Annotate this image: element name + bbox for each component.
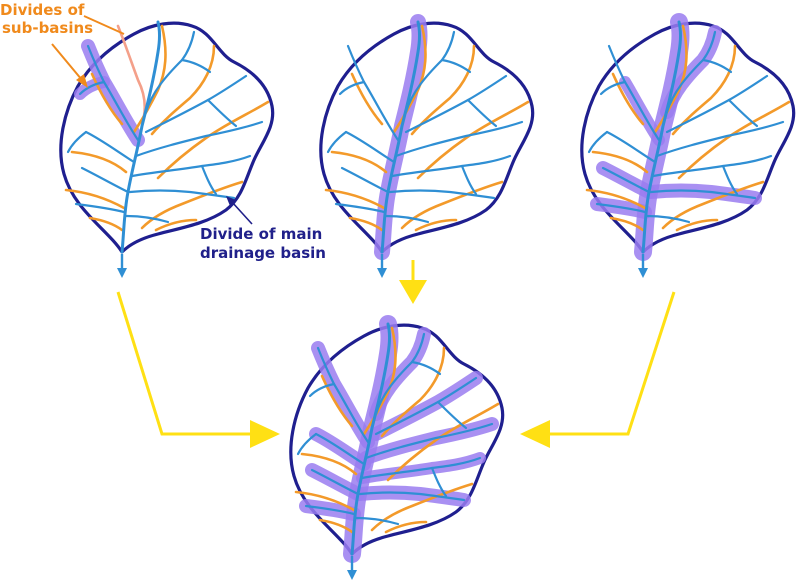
outlet-arrow-icon bbox=[115, 252, 129, 280]
main-divide-label-line-1: Divide of main bbox=[200, 225, 322, 243]
main-divide-label: Divide of main drainage basin bbox=[200, 196, 326, 262]
pointer-line bbox=[51, 43, 83, 81]
pointer-line bbox=[83, 15, 125, 35]
main-divide-label-line-2: drainage basin bbox=[200, 244, 326, 262]
basin-panel-combined bbox=[289, 315, 505, 582]
pointer-line bbox=[231, 201, 253, 225]
flow-arrow-center bbox=[399, 260, 427, 304]
basin-panel-3 bbox=[580, 13, 796, 280]
basin-panel-2 bbox=[319, 14, 535, 280]
highlighted-sub-basin-divide bbox=[116, 24, 147, 118]
flow-arrow-right bbox=[520, 291, 676, 448]
basin-panel-1 bbox=[59, 20, 275, 280]
pointer-arrowhead-icon bbox=[226, 196, 236, 206]
sub-basin-label-line-1: Divides of bbox=[0, 1, 85, 19]
sub-basin-divides-label: Divides of sub-basins bbox=[0, 1, 125, 88]
pointer-arrowhead-icon bbox=[76, 74, 88, 88]
flow-arrow-left bbox=[116, 291, 280, 448]
sub-basin-label-line-2: sub-basins bbox=[2, 19, 93, 37]
